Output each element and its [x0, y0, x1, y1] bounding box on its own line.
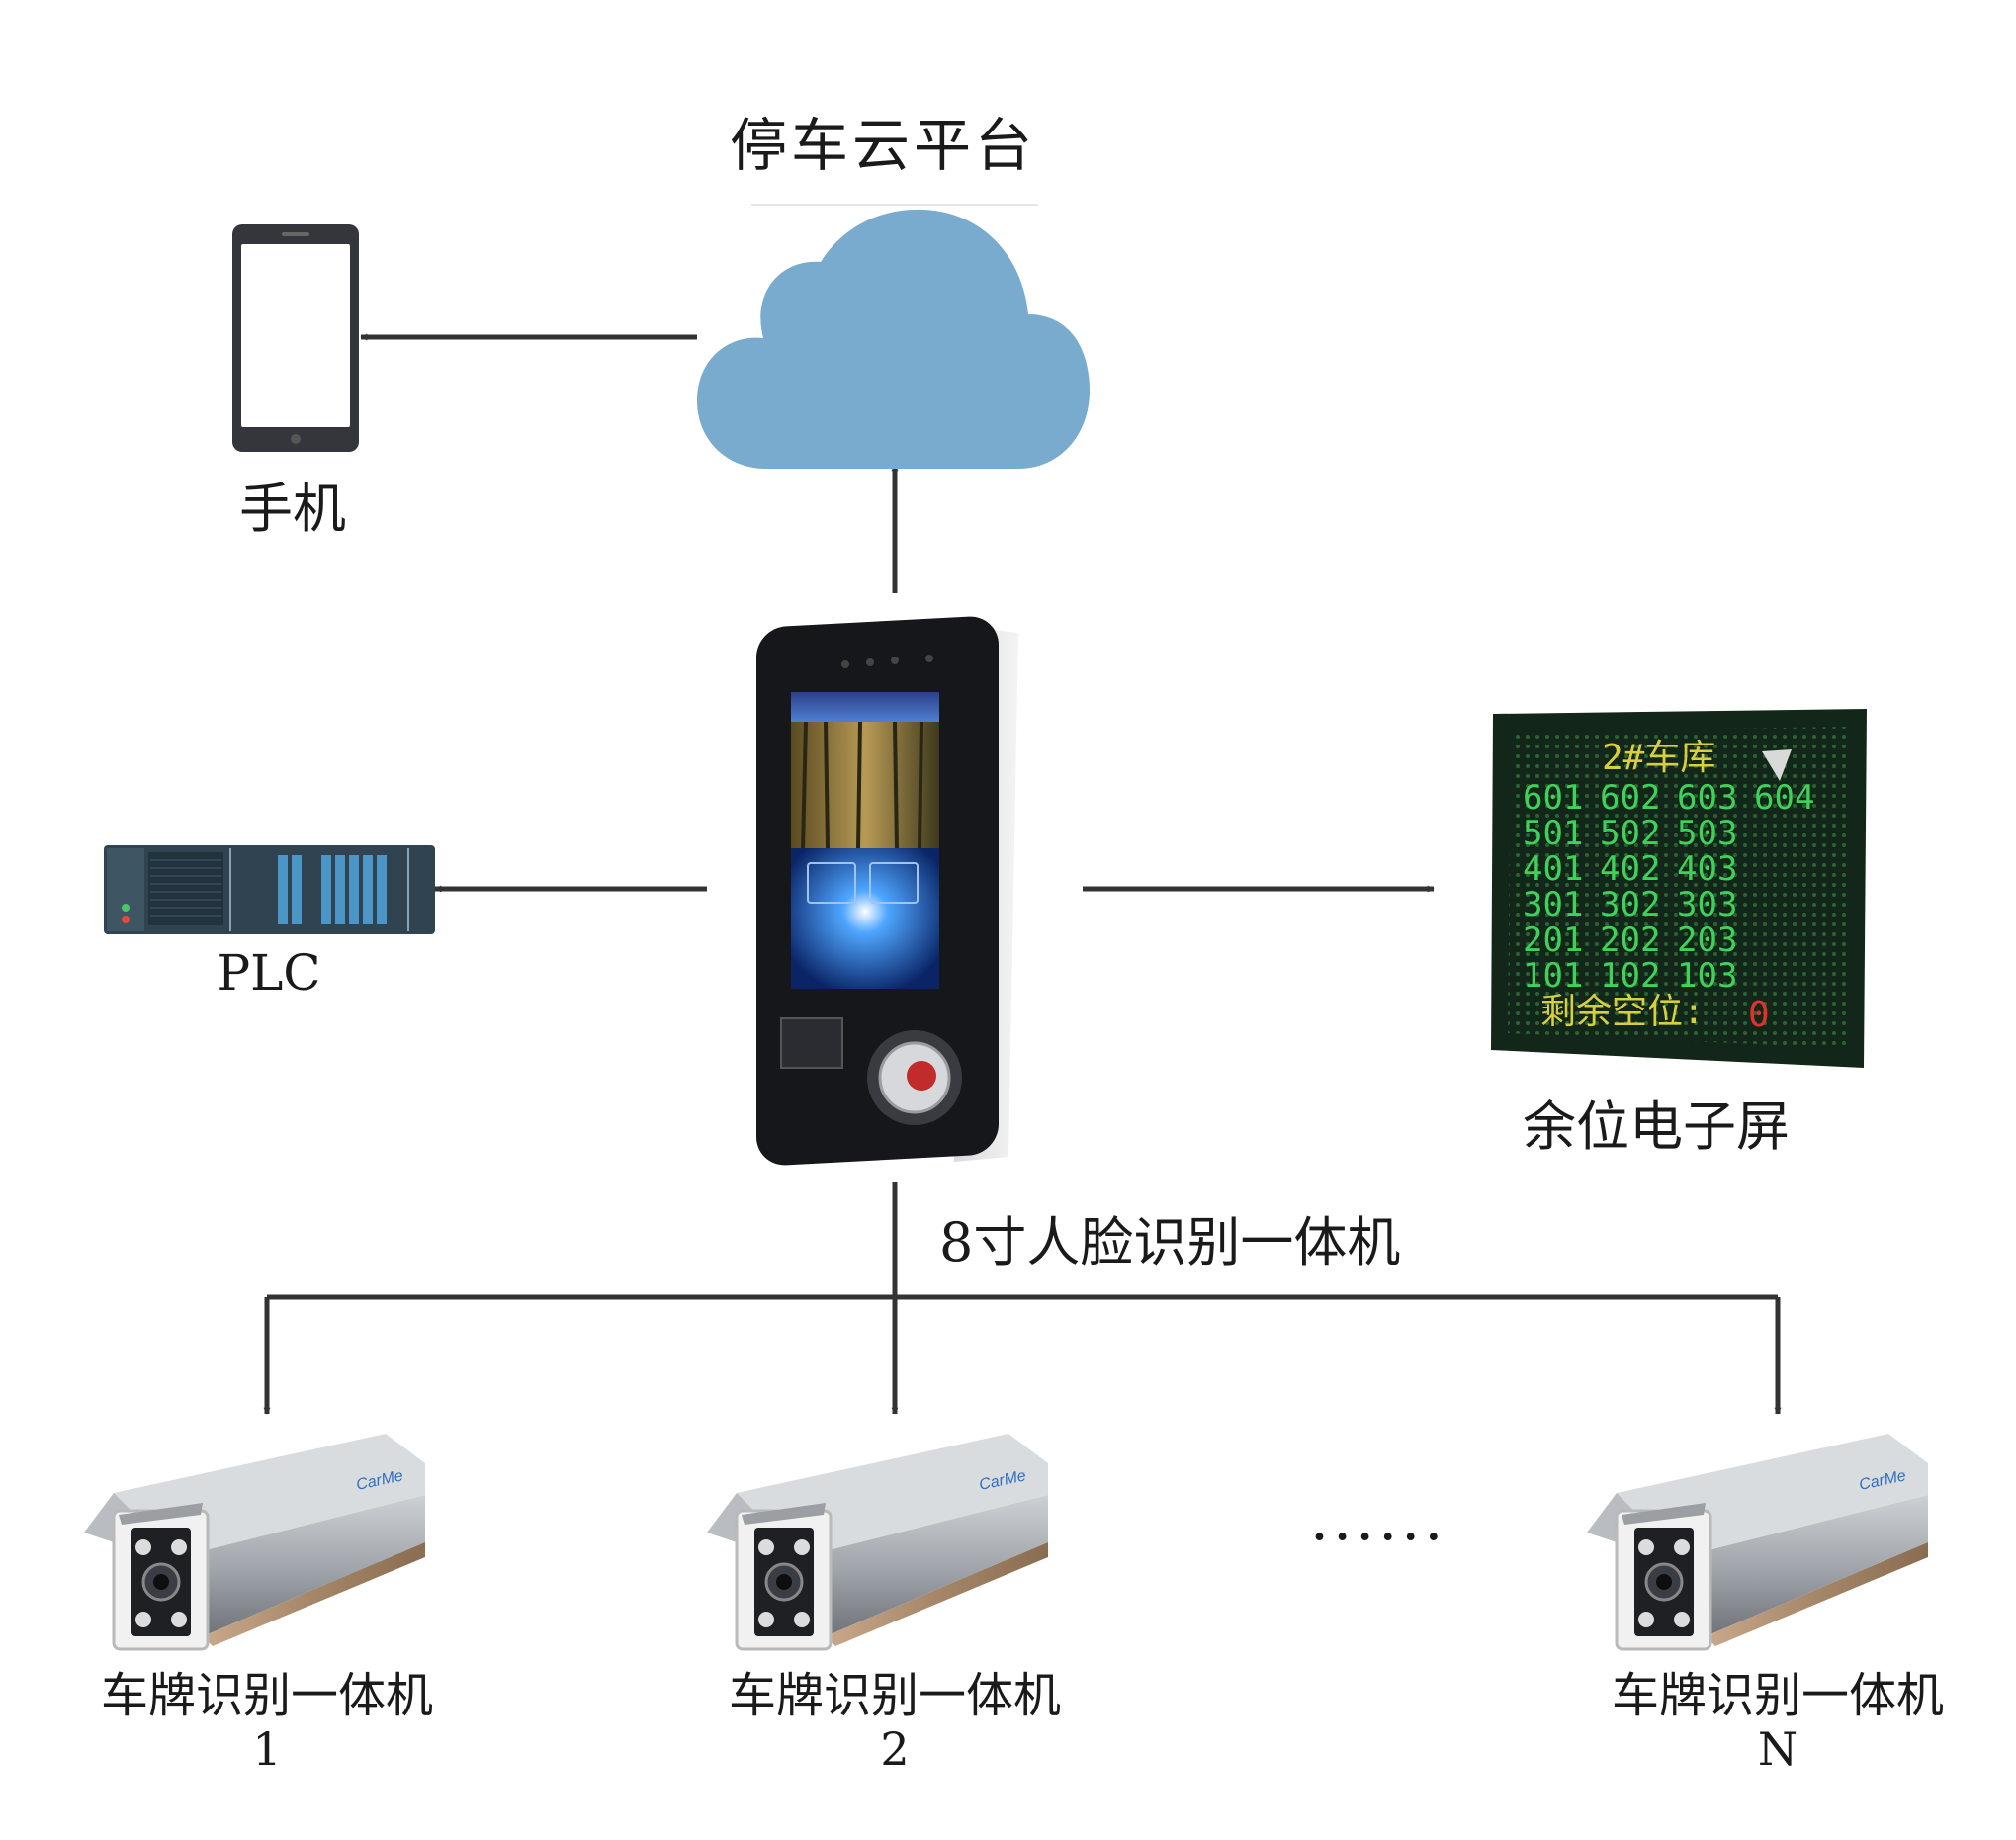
camera-n-label: 车牌识别一体机: [1611, 1668, 1945, 1723]
cloud-platform-label: 停车云平台: [729, 112, 1037, 179]
camera-2-index: 2: [880, 1722, 910, 1776]
plc-icon: [104, 845, 435, 934]
plate-camera-n-icon: [1585, 1432, 1930, 1651]
led-cell: 301: [1523, 885, 1583, 924]
camera-1-label: 车牌识别一体机: [100, 1668, 434, 1723]
led-remaining-value: 0: [1748, 995, 1770, 1035]
led-cell: 503: [1677, 814, 1737, 853]
camera-1-index: 1: [252, 1722, 282, 1776]
ellipsis: ······: [1310, 1503, 1447, 1572]
led-cell: 201: [1523, 920, 1583, 960]
led-cell: 303: [1677, 885, 1737, 924]
led-screen-label: 余位电子屏: [1523, 1095, 1790, 1158]
connector-lines: [263, 333, 1782, 1415]
camera-2-label: 车牌识别一体机: [728, 1668, 1062, 1723]
led-cell: 202: [1600, 920, 1660, 960]
led-screen-text: 2#车库 601 602 603 604 501 502 503 401 402 403 301 302…: [1523, 738, 1814, 1035]
led-cell: 602: [1600, 778, 1660, 818]
face-kiosk-icon: [756, 616, 1018, 1166]
plate-camera-2-icon: [705, 1432, 1050, 1651]
led-cell: 604: [1754, 778, 1814, 818]
led-cell: 603: [1677, 778, 1737, 818]
led-cell: 601: [1523, 778, 1583, 818]
phone-icon: [232, 224, 359, 452]
led-cell: 102: [1600, 956, 1660, 996]
led-cell: 302: [1600, 885, 1660, 924]
led-cell: 501: [1523, 814, 1583, 853]
led-screen-icon: 2#车库 601 602 603 604 501 502 503 401 402 403 301 302…: [1491, 709, 1867, 1068]
led-title: 2#车库: [1602, 738, 1715, 778]
led-cell: 502: [1600, 814, 1660, 853]
led-cell: 203: [1677, 920, 1737, 960]
plc-label: PLC: [217, 944, 321, 1002]
led-cell: 101: [1523, 956, 1583, 996]
led-cell: 401: [1523, 849, 1583, 889]
led-cell: 103: [1677, 956, 1737, 996]
camera-n-index: N: [1757, 1722, 1798, 1776]
phone-label: 手机: [239, 478, 346, 540]
led-cell: 402: [1600, 849, 1660, 889]
cloud-icon: [697, 204, 1090, 469]
led-remaining-label: 剩余空位:: [1540, 992, 1705, 1032]
led-cell: 403: [1677, 849, 1737, 889]
face-kiosk-label: 8寸人脸识别一体机: [939, 1211, 1401, 1273]
plate-camera-1-icon: [82, 1432, 427, 1651]
